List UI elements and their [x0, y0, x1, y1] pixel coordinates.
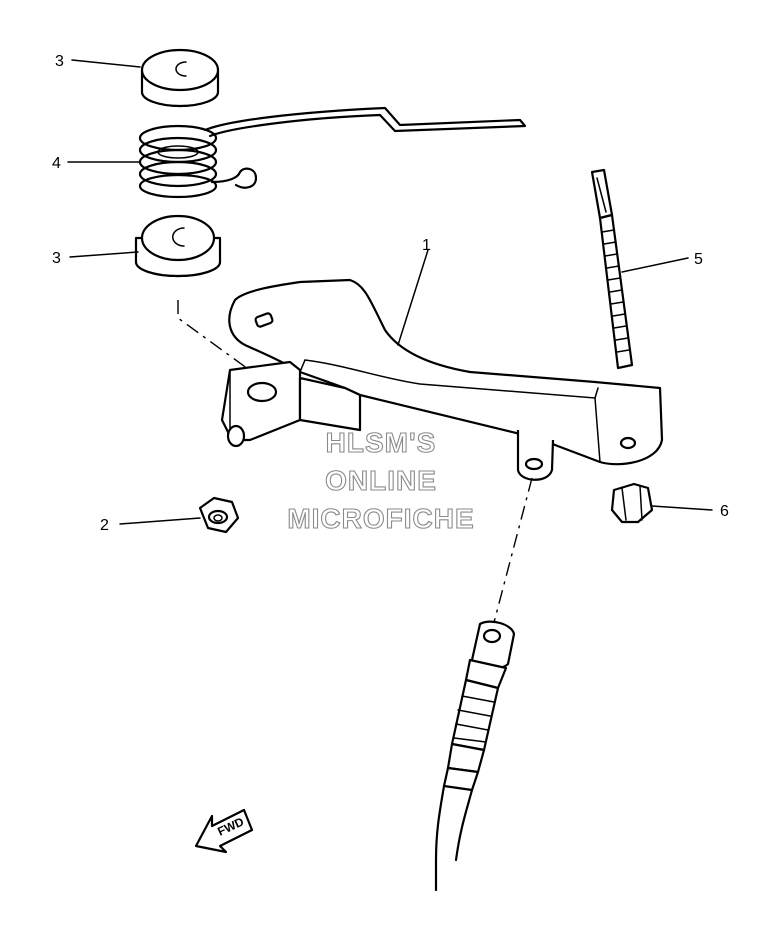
adjusting-screw: [590, 168, 634, 370]
callout-6: 6: [720, 503, 729, 520]
leader-1: [397, 249, 429, 346]
bushing-top: [140, 48, 220, 108]
watermark: HLSM'S ONLINE MICROFICHE: [287, 426, 474, 534]
callout-5: 5: [694, 251, 703, 268]
leader-3a: [71, 59, 141, 68]
callout-3a: 3: [55, 53, 64, 70]
leader-5: [621, 257, 689, 273]
cap-nut: [610, 482, 654, 524]
hex-nut: [198, 496, 240, 534]
lever-bracket: [220, 278, 664, 481]
callout-4: 4: [52, 155, 61, 172]
callout-2: 2: [100, 517, 109, 534]
bushing-bottom: [134, 214, 222, 278]
leader-2: [119, 517, 201, 525]
callout-3b: 3: [52, 250, 61, 267]
centerline-pivot: [177, 300, 271, 386]
fwd-arrow-icon: FWD: [194, 808, 254, 854]
watermark-line-2: ONLINE: [325, 465, 437, 496]
watermark-line-3: MICROFICHE: [287, 503, 474, 534]
callout-1: 1: [422, 237, 431, 254]
throttle-cable: [434, 620, 516, 892]
centerline-cable: [491, 477, 533, 631]
leader-6: [651, 505, 713, 511]
torsion-spring: [138, 106, 527, 199]
leader-3b: [69, 251, 139, 258]
watermark-line-1: HLSM'S: [326, 427, 437, 458]
